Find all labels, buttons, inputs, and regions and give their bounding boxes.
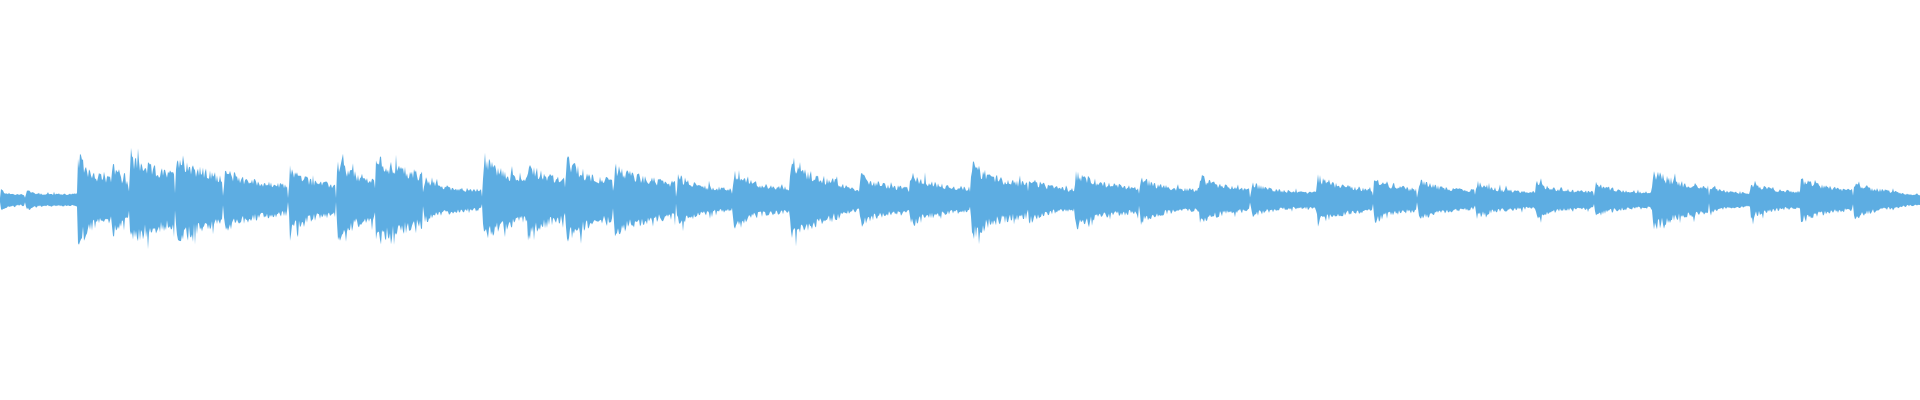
waveform-shape [0, 147, 1920, 250]
